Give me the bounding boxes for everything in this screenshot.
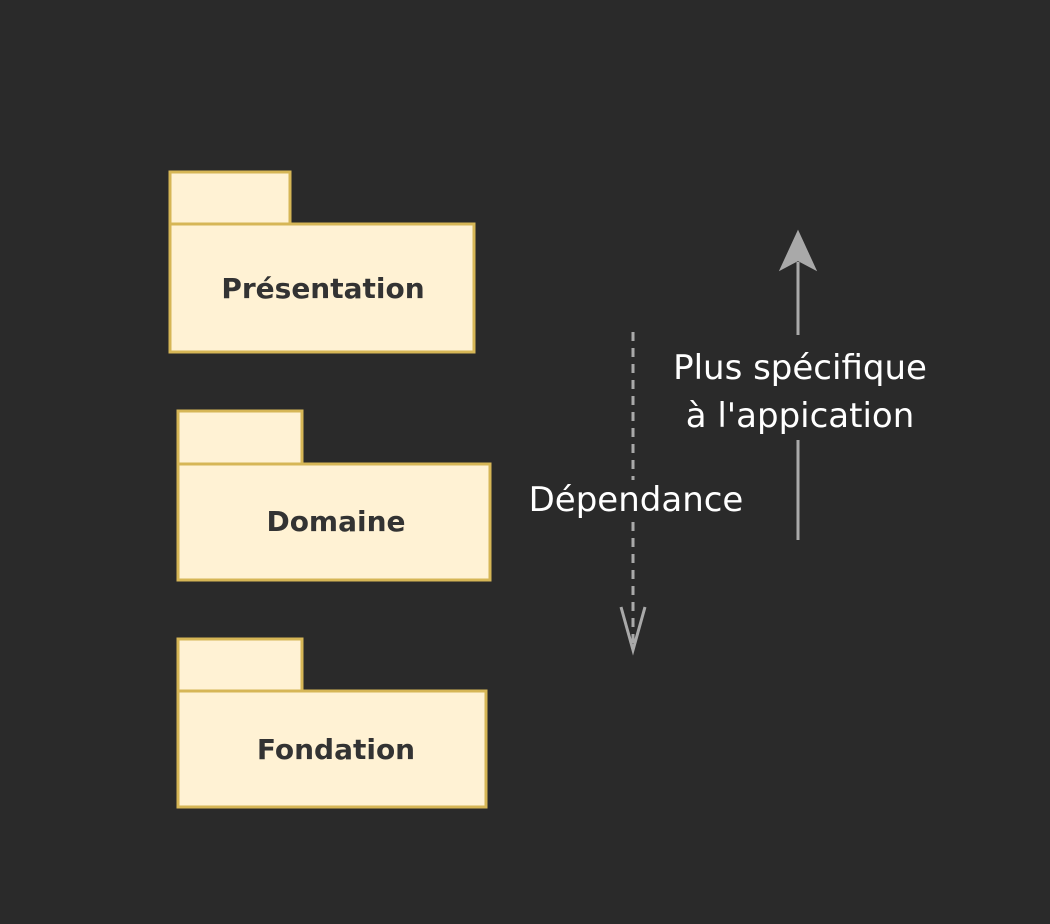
specificity-arrow <box>778 229 818 540</box>
open-arrowhead-icon <box>619 606 647 656</box>
dependency-arrow <box>619 332 647 656</box>
package-label: Domaine <box>266 505 405 538</box>
package-domaine[interactable]: Domaine <box>176 409 492 582</box>
package-tab <box>176 637 304 693</box>
specificity-label-line1: Plus spécifique <box>673 348 927 388</box>
filled-arrowhead-icon <box>778 229 818 272</box>
specificity-label-line2: à l'appication <box>686 396 915 436</box>
package-body <box>168 222 476 354</box>
package-label: Fondation <box>257 733 415 766</box>
dependency-label: Dépendance <box>529 480 744 520</box>
package-fondation[interactable]: Fondation <box>176 637 488 809</box>
package-body <box>176 689 488 809</box>
package-presentation[interactable]: Présentation <box>168 170 476 354</box>
package-tab <box>176 409 304 466</box>
package-body <box>176 462 492 582</box>
package-label: Présentation <box>221 272 424 305</box>
package-tab <box>168 170 292 226</box>
